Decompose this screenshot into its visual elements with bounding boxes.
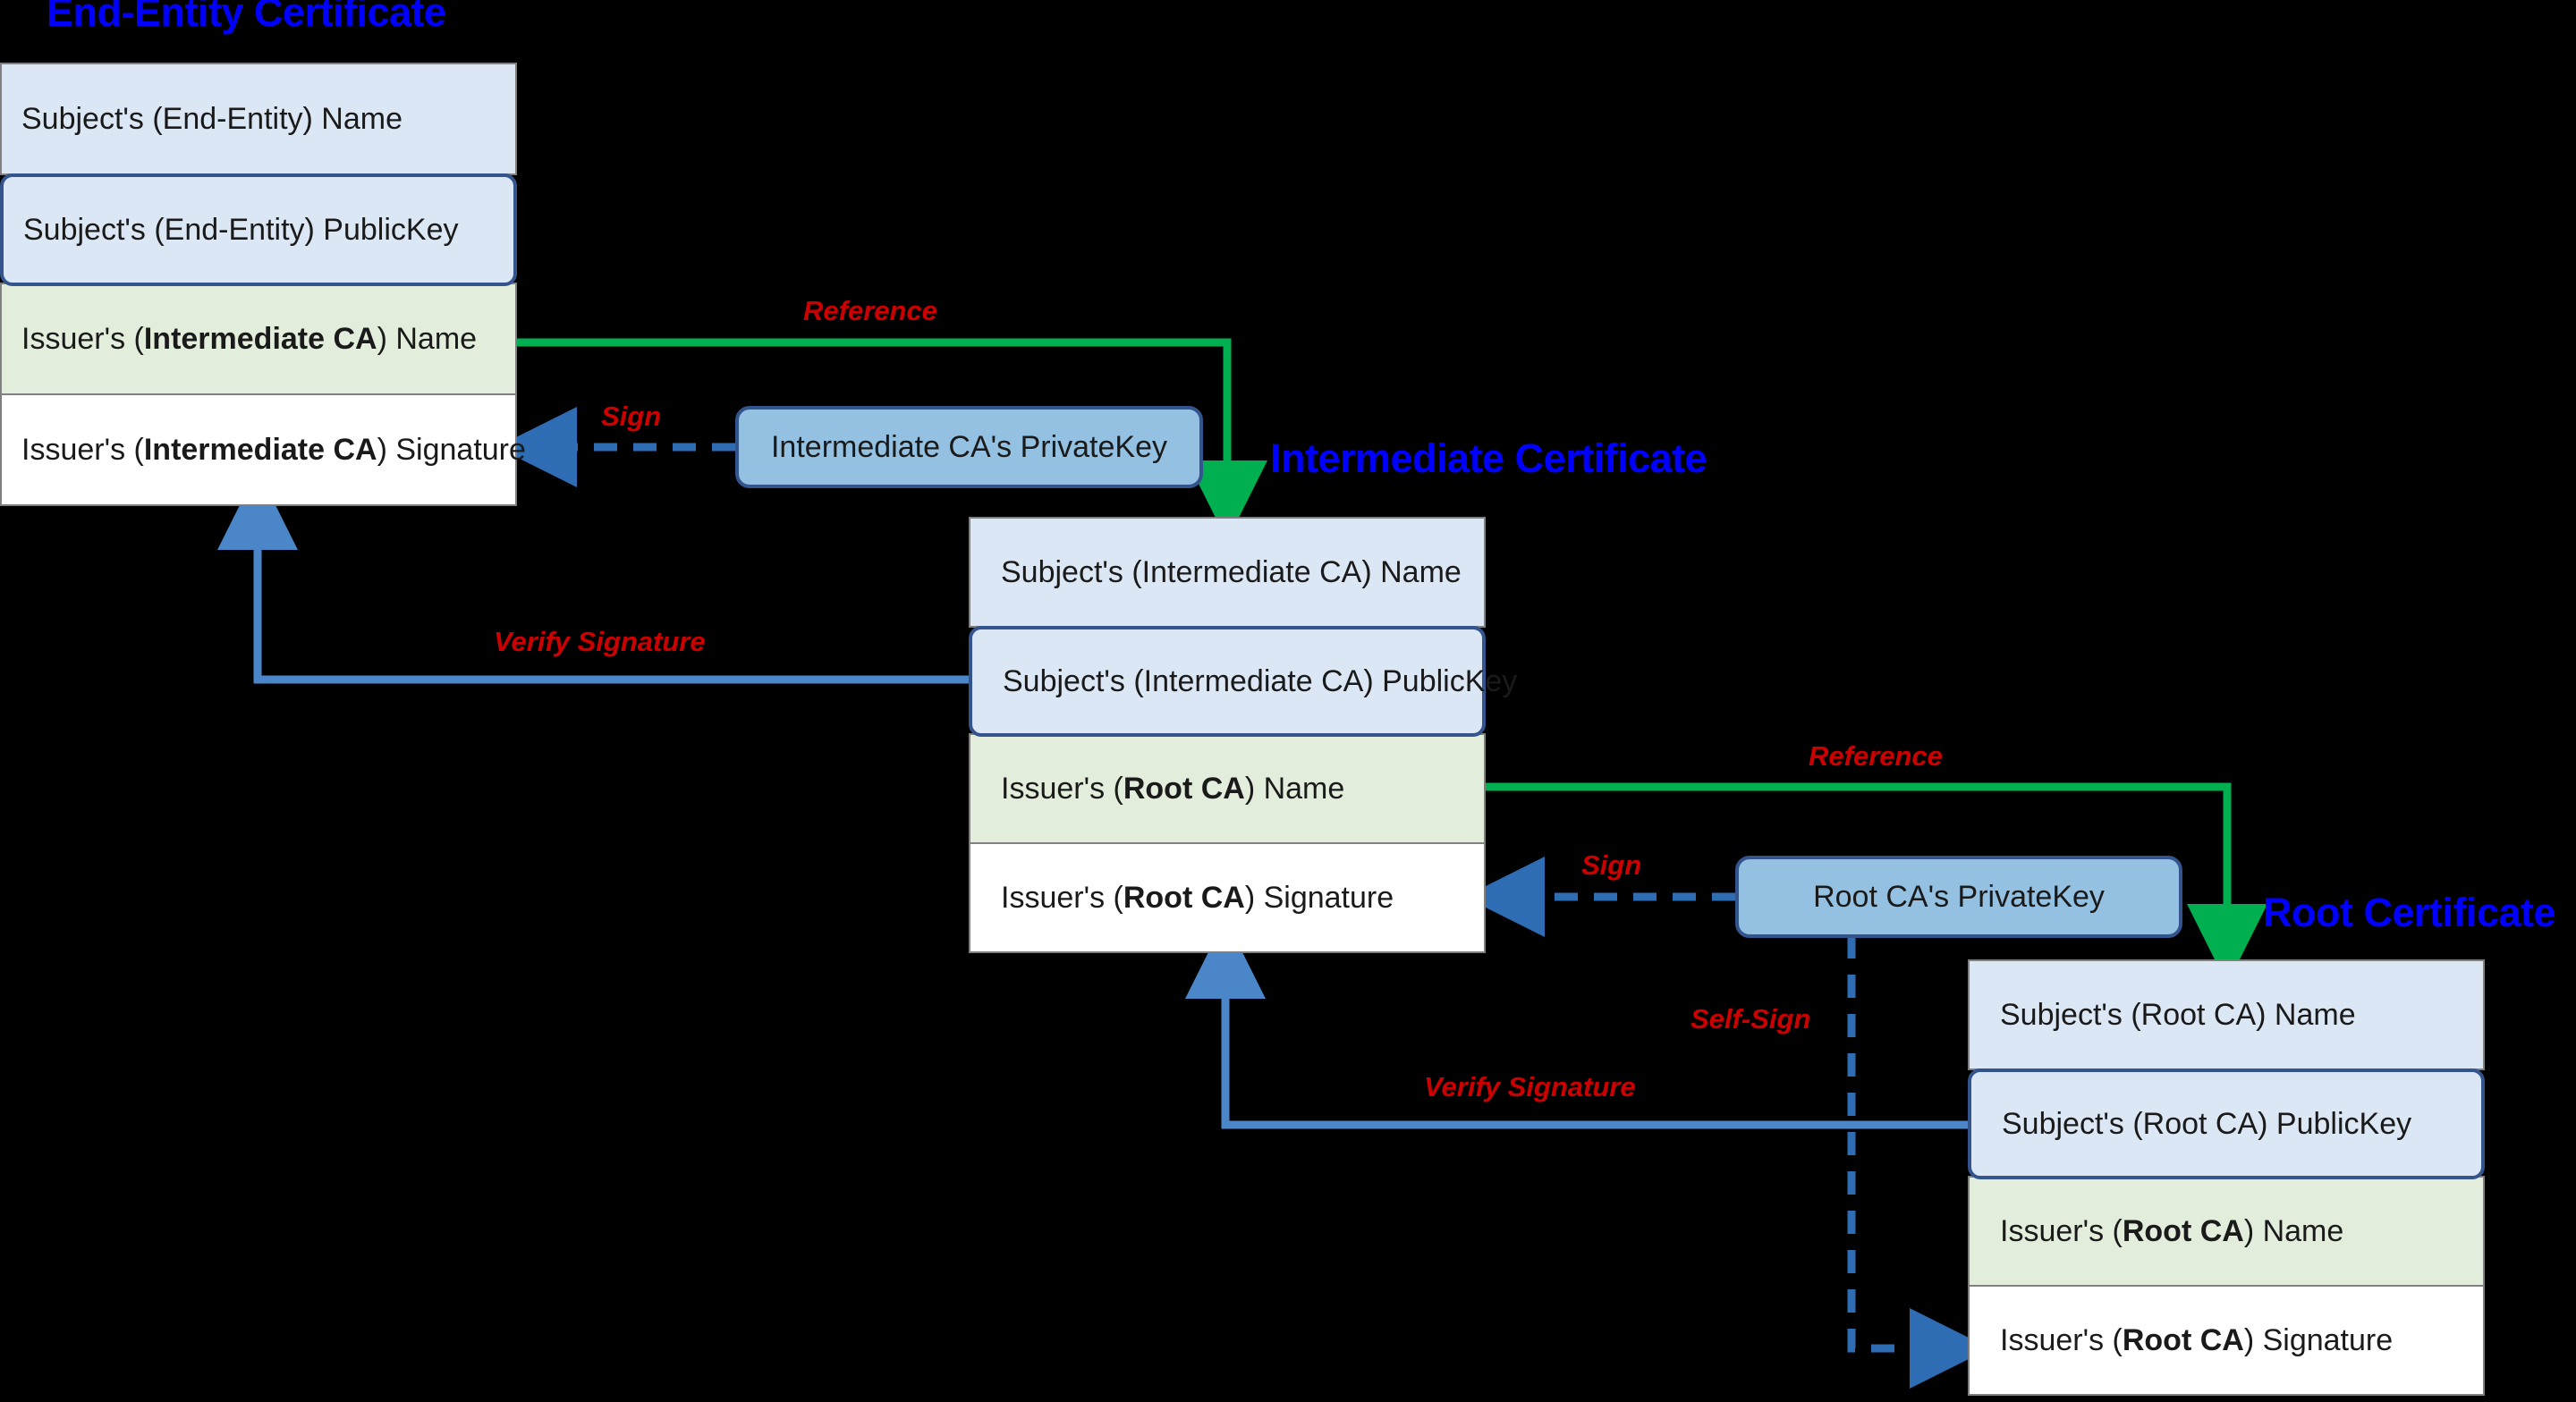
intermediate-issuer-name-bold: Root CA	[1123, 771, 1245, 806]
end-entity-issuer-name-row[interactable]: Issuer's (Intermediate CA) Name	[0, 283, 517, 395]
root-subject-publickey-label: Subject's (Root CA) PublicKey	[2002, 1106, 2412, 1141]
root-issuer-name-label: Issuer's (Root CA) Name	[2000, 1213, 2344, 1248]
intermediate-issuer-name-row[interactable]: Issuer's (Root CA) Name	[969, 733, 1486, 844]
end-entity-issuer-name-label: Issuer's (Intermediate CA) Name	[21, 321, 478, 356]
sign-label-root: Sign	[1581, 849, 1642, 881]
end-entity-subject-publickey-label: Subject's (End-Entity) PublicKey	[23, 212, 459, 247]
verify-signature-label-endentity: Verify Signature	[494, 626, 706, 657]
root-issuer-signature-bold: Root CA	[2122, 1322, 2244, 1357]
end-entity-subject-publickey-row[interactable]: Subject's (End-Entity) PublicKey	[0, 173, 517, 286]
self-sign-label-root: Self-Sign	[1690, 1003, 1811, 1035]
root-ca-privatekey-label: Root CA's PrivateKey	[1813, 879, 2105, 914]
reference-label-endentity: Reference	[803, 295, 937, 326]
root-issuer-name-bold: Root CA	[2122, 1213, 2244, 1248]
intermediate-subject-publickey-row[interactable]: Subject's (Intermediate CA) PublicKey	[969, 626, 1517, 737]
intermediate-ca-privatekey-label: Intermediate CA's PrivateKey	[770, 429, 1167, 464]
root-ca-privatekey-box[interactable]: Root CA's PrivateKey	[1735, 856, 2182, 938]
intermediate-issuer-signature-label: Issuer's (Root CA) Signature	[1001, 880, 1394, 915]
root-subject-publickey-row[interactable]: Subject's (Root CA) PublicKey	[1968, 1068, 2485, 1179]
intermediate-issuer-signature-bold: Root CA	[1123, 880, 1245, 915]
end-entity-subject-name-row[interactable]: Subject's (End-Entity) Name	[0, 63, 517, 175]
reference-arrow-endentity-to-intermediate	[517, 338, 1267, 541]
verify-arrow-endentity	[217, 469, 969, 684]
root-certificate-box: Subject's (Root CA) Name Subject's (Root…	[1968, 959, 2485, 1401]
intermediate-certificate-box: Subject's (Intermediate CA) Name Subject…	[969, 517, 1517, 959]
intermediate-subject-publickey-label: Subject's (Intermediate CA) PublicKey	[1003, 663, 1518, 698]
end-entity-issuer-name-bold: Intermediate CA	[143, 321, 377, 356]
sign-label-intermediate: Sign	[601, 401, 662, 432]
end-entity-issuer-signature-bold: Intermediate CA	[143, 432, 377, 467]
intermediate-certificate-title: Intermediate Certificate	[1270, 435, 1707, 481]
end-entity-issuer-signature-label: Issuer's (Intermediate CA) Signature	[21, 432, 526, 467]
end-entity-issuer-signature-row[interactable]: Issuer's (Intermediate CA) Signature	[0, 393, 526, 506]
root-subject-name-label: Subject's (Root CA) Name	[2000, 997, 2356, 1032]
intermediate-issuer-name-label: Issuer's (Root CA) Name	[1001, 771, 1345, 806]
intermediate-issuer-signature-row[interactable]: Issuer's (Root CA) Signature	[969, 842, 1486, 953]
end-entity-certificate-title: End-Entity Certificate	[47, 0, 446, 35]
intermediate-ca-privatekey-box[interactable]: Intermediate CA's PrivateKey	[735, 406, 1203, 488]
reference-arrow-intermediate-to-root	[1485, 782, 2267, 984]
verify-signature-label-intermediate: Verify Signature	[1424, 1071, 1636, 1102]
intermediate-subject-name-row[interactable]: Subject's (Intermediate CA) Name	[969, 517, 1486, 628]
root-issuer-signature-row[interactable]: Issuer's (Root CA) Signature	[1968, 1285, 2485, 1396]
root-issuer-signature-label: Issuer's (Root CA) Signature	[2000, 1322, 2394, 1357]
self-sign-arrow-root	[1847, 935, 1990, 1389]
end-entity-subject-name-label: Subject's (End-Entity) Name	[21, 101, 402, 136]
verify-arrow-intermediate	[1185, 918, 1968, 1129]
root-issuer-name-row[interactable]: Issuer's (Root CA) Name	[1968, 1176, 2485, 1287]
root-subject-name-row[interactable]: Subject's (Root CA) Name	[1968, 959, 2485, 1070]
reference-label-intermediate: Reference	[1809, 740, 1943, 772]
intermediate-subject-name-label: Subject's (Intermediate CA) Name	[1001, 554, 1462, 589]
end-entity-certificate-box: Subject's (End-Entity) Name Subject's (E…	[0, 63, 526, 510]
root-certificate-title: Root Certificate	[2263, 890, 2556, 935]
